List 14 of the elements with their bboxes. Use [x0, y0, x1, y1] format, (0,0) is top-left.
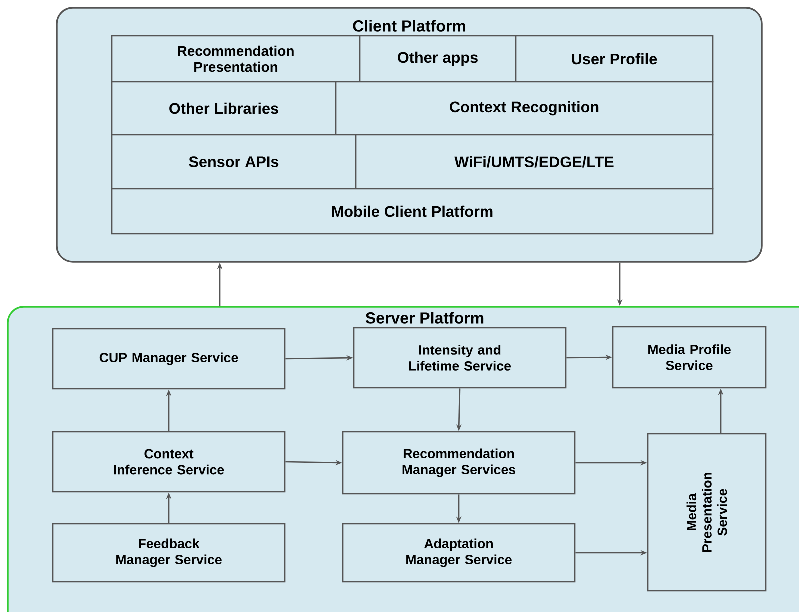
layer-cell: User Profile	[515, 35, 714, 83]
layer-cell: Recommendation Presentation	[111, 35, 361, 83]
service-box: Recommendation Manager Services	[342, 431, 576, 495]
service-box: Media Profile Service	[612, 326, 767, 389]
layer-cell: WiFi/UMTS/EDGE/LTE	[355, 134, 714, 190]
service-box: Feedback Manager Service	[52, 523, 286, 583]
service-box: Adaptation Manager Service	[342, 523, 576, 583]
service-box: Media Presentation Service	[647, 433, 767, 592]
service-box: Context Inference Service	[52, 431, 286, 493]
layer-cell: Other apps	[359, 35, 517, 83]
service-box: CUP Manager Service	[52, 328, 286, 390]
layer-cell: Sensor APIs	[111, 134, 357, 190]
service-box: Intensity and Lifetime Service	[353, 327, 567, 389]
layer-cell: Other Libraries	[111, 81, 337, 136]
